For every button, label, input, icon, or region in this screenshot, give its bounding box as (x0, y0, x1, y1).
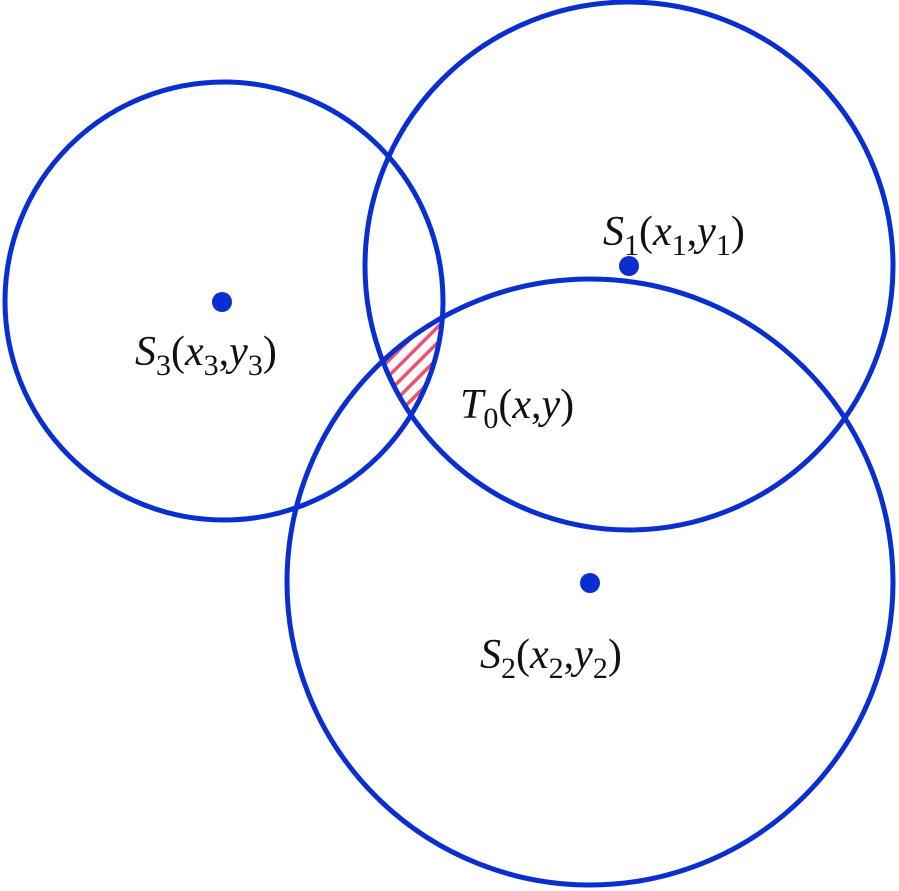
label-t0: T0(x,y) (460, 382, 574, 435)
point-s1 (619, 256, 639, 276)
point-s3 (212, 292, 232, 312)
label-s3: S3(x3,y3) (135, 329, 277, 382)
circle-s3 (2, 79, 446, 523)
circle-s2 (284, 276, 896, 888)
label-s2: S2(x2,y2) (480, 632, 622, 685)
label-s1: S1(x1,y1) (603, 209, 745, 262)
point-s2 (580, 573, 600, 593)
circle-s1 (362, 0, 896, 533)
